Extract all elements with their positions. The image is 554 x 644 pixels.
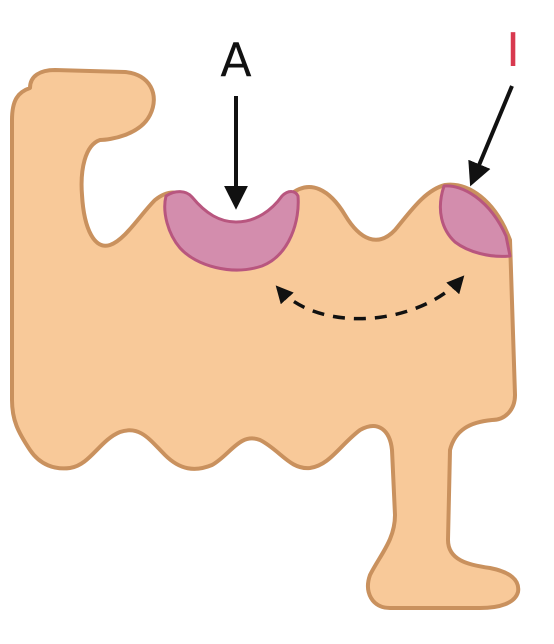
- conformational-link-arrow: [275, 275, 465, 321]
- label-i: I: [506, 23, 520, 77]
- label-a: A: [220, 33, 252, 87]
- enzyme-shape: [10, 68, 521, 610]
- arrow-i: [468, 85, 514, 187]
- inhibitor-site-region: [439, 184, 512, 258]
- active-site-region: [163, 190, 300, 272]
